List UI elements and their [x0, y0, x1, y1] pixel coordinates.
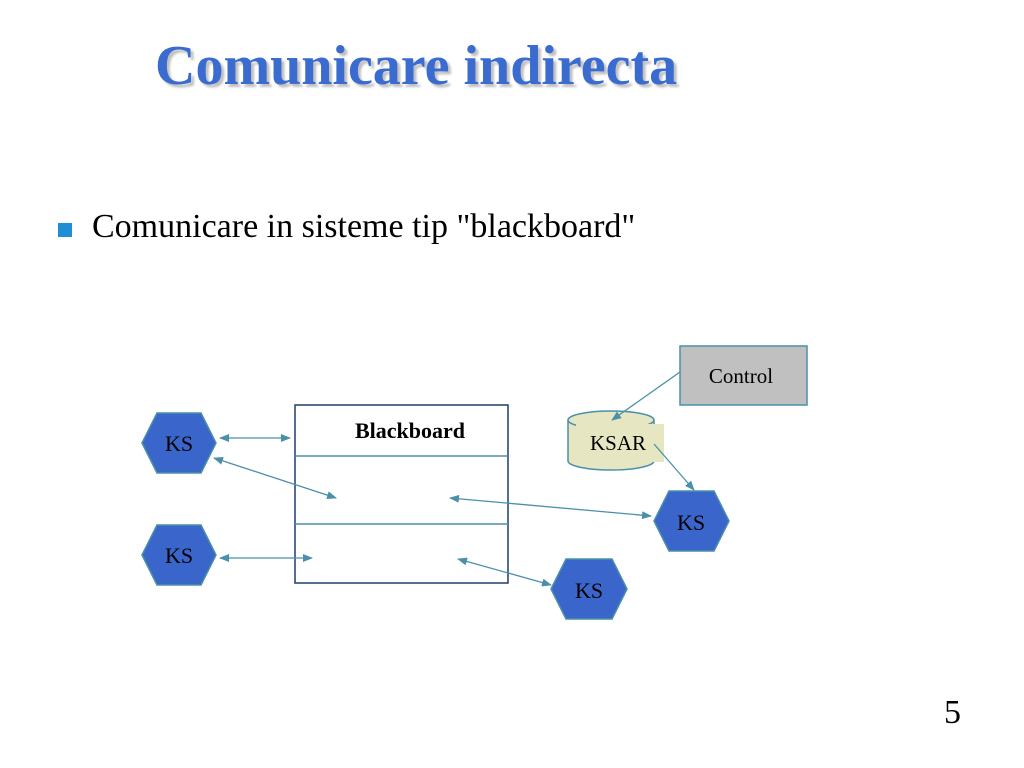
- connector-arrow: [457, 557, 552, 587]
- ksar-to-ks-arrow: [653, 443, 695, 491]
- ks-label: KS: [165, 431, 193, 456]
- ks-label: KS: [575, 578, 603, 603]
- bullet-square-icon: [58, 223, 72, 237]
- ks-label: KS: [677, 510, 705, 535]
- ks-node: KS: [141, 524, 217, 586]
- control-to-ksar-arrow: [611, 371, 681, 421]
- ks-node: KS: [653, 490, 730, 552]
- ks-node: KS: [141, 412, 217, 474]
- ksar-label: KSAR: [590, 431, 646, 455]
- ks-node: KS: [550, 558, 628, 620]
- control-label: Control: [709, 364, 773, 388]
- bullet-item: Comunicare in sisteme tip "blackboard": [58, 208, 635, 246]
- blackboard-label: Blackboard: [355, 418, 465, 443]
- slide-title: Comunicare indirecta: [155, 35, 678, 97]
- page-number: 5: [944, 694, 961, 731]
- blackboard-box: Blackboard: [294, 404, 509, 584]
- control-box: Control: [679, 345, 808, 406]
- ks-label: KS: [165, 543, 193, 568]
- connector-arrow: [213, 457, 337, 499]
- connector-arrow: [449, 494, 652, 520]
- bullet-text: Comunicare in sisteme tip "blackboard": [92, 208, 636, 245]
- ksar-cylinder: KSAR: [567, 410, 664, 471]
